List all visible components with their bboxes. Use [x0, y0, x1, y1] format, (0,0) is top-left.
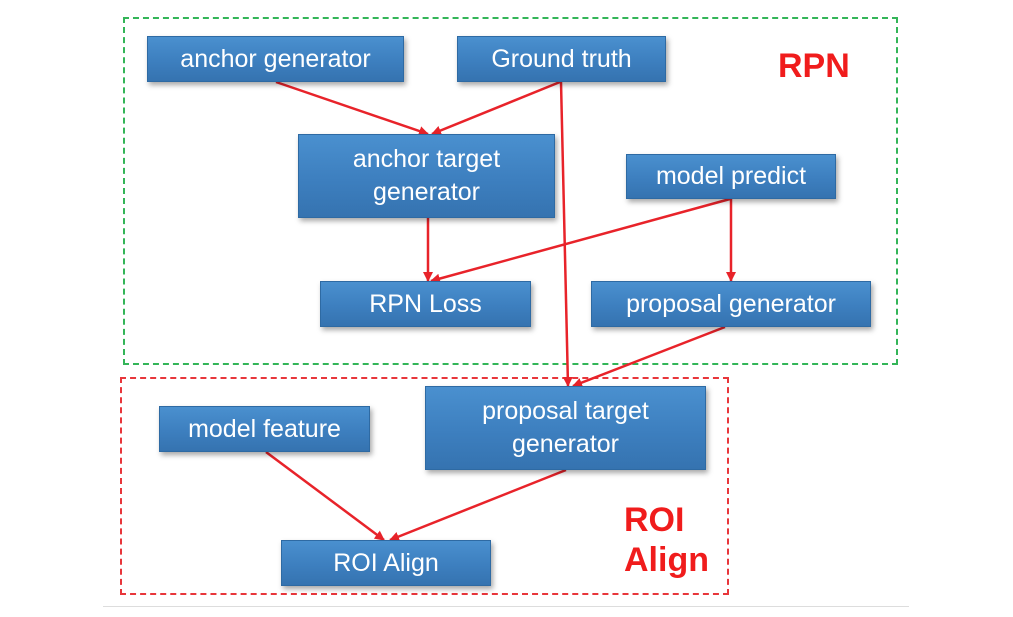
roi-align-region: [120, 377, 729, 595]
node-ground-truth: Ground truth: [457, 36, 666, 82]
node-model-feature: model feature: [159, 406, 370, 452]
roi-align-label-line-2: Align: [624, 541, 709, 579]
rpn-region-label: RPN: [778, 47, 850, 85]
node-model-predict: model predict: [626, 154, 836, 199]
node-roi-align: ROI Align: [281, 540, 491, 586]
node-proposal-target-generator: proposal target generator: [425, 386, 706, 470]
node-anchor-generator: anchor generator: [147, 36, 404, 82]
node-anchor-target-generator: anchor target generator: [298, 134, 555, 218]
node-proposal-generator: proposal generator: [591, 281, 871, 327]
roi-align-label-line-1: ROI: [624, 501, 685, 539]
roi-align-region-label: ROI Align: [624, 500, 709, 580]
rpn-region: [123, 17, 898, 365]
node-rpn-loss: RPN Loss: [320, 281, 531, 327]
bottom-divider: [103, 606, 909, 607]
